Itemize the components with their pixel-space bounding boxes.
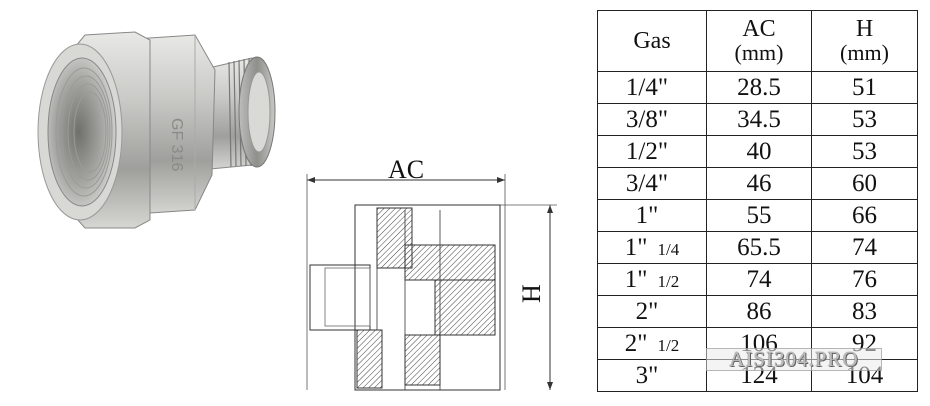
gas-size: 1" bbox=[624, 265, 648, 293]
table-row: 1" 1/2 74 76 bbox=[597, 263, 918, 296]
cell-gas: 1" bbox=[597, 199, 707, 232]
cell-ac: 74 bbox=[706, 263, 812, 296]
cell-gas: 3" bbox=[597, 359, 707, 392]
cell-gas: 1" 1/2 bbox=[597, 263, 707, 296]
h-dimension-label: H bbox=[517, 284, 546, 303]
gas-size: 1/2" bbox=[625, 137, 669, 165]
gas-size: 1" bbox=[624, 233, 648, 261]
cell-gas: 1/2" bbox=[597, 135, 707, 168]
header-ac-label: AC bbox=[742, 16, 776, 42]
table-row: 3/8" 34.5 53 bbox=[597, 103, 918, 136]
cell-ac: 28.5 bbox=[706, 71, 812, 104]
cell-ac: 46 bbox=[706, 167, 812, 200]
cell-gas: 2" 1/2 bbox=[597, 327, 707, 360]
header-ac: AC (mm) bbox=[706, 10, 812, 72]
cell-gas: 2" bbox=[597, 295, 707, 328]
header-gas: Gas bbox=[597, 10, 707, 72]
cell-h: 53 bbox=[811, 103, 918, 136]
cell-gas: 3/8" bbox=[597, 103, 707, 136]
gas-fraction: 1/2 bbox=[657, 271, 680, 291]
table-row: 1/4" 28.5 51 bbox=[597, 71, 918, 104]
size-table: Gas AC (mm) H (mm) 1/4" 28.5 51 3/8" bbox=[597, 10, 918, 392]
gas-size: 3/4" bbox=[625, 169, 669, 197]
header-h-unit: (mm) bbox=[840, 40, 889, 65]
ac-dimension-label: AC bbox=[388, 155, 424, 184]
table-header-row: Gas AC (mm) H (mm) bbox=[597, 10, 918, 72]
cell-h: 53 bbox=[811, 135, 918, 168]
gas-size: 2" bbox=[624, 329, 648, 357]
header-ac-unit: (mm) bbox=[734, 40, 784, 65]
table-row: 1/2" 40 53 bbox=[597, 135, 918, 168]
cell-gas: 3/4" bbox=[597, 167, 707, 200]
cell-ac: 40 bbox=[706, 135, 812, 168]
cell-h: 83 bbox=[811, 295, 918, 328]
header-gas-label: Gas bbox=[633, 27, 671, 54]
cell-ac: 55 bbox=[706, 199, 812, 232]
table-row: 1" 55 66 bbox=[597, 199, 918, 232]
header-h-label: H bbox=[855, 16, 874, 42]
gas-fraction: 1/4 bbox=[657, 239, 680, 259]
technical-drawing: AC H bbox=[295, 150, 595, 401]
header-h: H (mm) bbox=[811, 10, 918, 72]
fitting-photo: GF 316 bbox=[0, 0, 300, 260]
gas-fraction: 1/2 bbox=[657, 335, 680, 355]
cell-ac: 65.5 bbox=[706, 231, 812, 264]
watermark: AISI304.PRO bbox=[706, 348, 882, 371]
cell-gas: 1/4" bbox=[597, 71, 707, 104]
gas-size: 2" bbox=[635, 297, 659, 325]
cell-h: 76 bbox=[811, 263, 918, 296]
cell-h: 60 bbox=[811, 167, 918, 200]
gas-size: 1/4" bbox=[625, 73, 669, 101]
table-row: 1" 1/4 65.5 74 bbox=[597, 231, 918, 264]
cell-ac: 34.5 bbox=[706, 103, 812, 136]
gas-size: 3/8" bbox=[625, 105, 669, 133]
cell-ac: 86 bbox=[706, 295, 812, 328]
cell-h: 66 bbox=[811, 199, 918, 232]
cell-h: 74 bbox=[811, 231, 918, 264]
cell-gas: 1" 1/4 bbox=[597, 231, 707, 264]
table-row: 2" 86 83 bbox=[597, 295, 918, 328]
table-row: 3/4" 46 60 bbox=[597, 167, 918, 200]
cell-h: 51 bbox=[811, 71, 918, 104]
fitting-marking: GF 316 bbox=[168, 118, 185, 171]
gas-size: 3" bbox=[635, 361, 659, 389]
gas-size: 1" bbox=[635, 201, 659, 229]
